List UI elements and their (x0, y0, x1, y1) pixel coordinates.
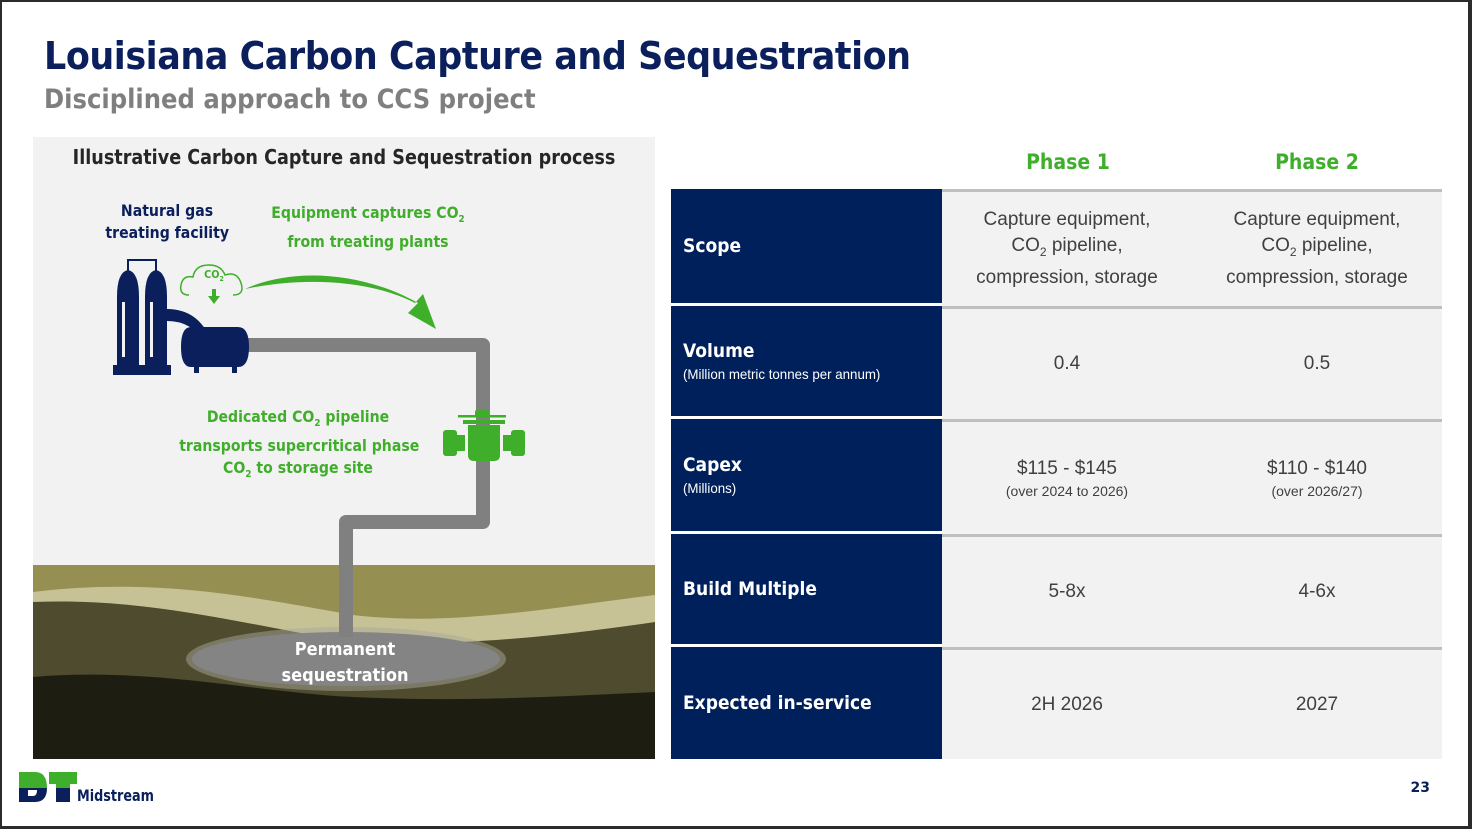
pipeline-label-line2: transports supercritical phase (179, 436, 420, 456)
cell-value: $115 - $145 (1016, 458, 1117, 479)
row-header: Capex (Millions) (671, 419, 942, 534)
capture-arrow-icon (245, 275, 436, 329)
cell-phase-1: Capture equipment, CO2 pipeline, compres… (942, 189, 1192, 306)
pipeline (243, 338, 490, 637)
facility-label: Natural gas treating facility (105, 200, 230, 244)
cell-line: compression, storage (1226, 266, 1408, 288)
cell-line: compression, storage (976, 266, 1158, 288)
capture-label-line2: from treating plants (287, 232, 449, 252)
row-header: Volume (Million metric tonnes per annum) (671, 306, 942, 419)
column-header-phase-1: Phase 1 (1026, 150, 1110, 174)
capture-label: Equipment captures CO2 from treating pla… (267, 202, 469, 253)
cell-line: Capture equipment, (1233, 209, 1401, 231)
page-number: 23 (1410, 780, 1430, 796)
cell-phase-2: Capture equipment, CO2 pipeline, compres… (1192, 189, 1442, 306)
table-row-capex: Capex (Millions) $115 - $145 (over 2024 … (671, 419, 1443, 534)
cell-phase-2: 0.5 (1192, 306, 1442, 419)
row-label: Expected in-service (683, 692, 872, 714)
cell-value: 2H 2026 (1031, 693, 1103, 715)
cell-value: 0.5 (1303, 353, 1331, 374)
ccs-process-illustration: Illustrative Carbon Capture and Sequestr… (33, 137, 655, 759)
deep-layer (33, 674, 655, 759)
storage-label: Permanent sequestration (273, 637, 417, 689)
cloud-co2-label: CO2 (204, 268, 224, 284)
cell-value: 0.4 (1053, 353, 1081, 374)
dt-midstream-logo-icon (19, 772, 77, 802)
cell-value: 5-8x (1048, 581, 1086, 602)
cell-phase-2: 4-6x (1192, 534, 1442, 647)
pipeline-label-line1: Dedicated CO2 pipeline (206, 407, 390, 430)
table-row-scope: Scope Capture equipment, CO2 pipeline, c… (671, 189, 1443, 306)
row-label: Volume (683, 340, 755, 362)
table-row-build-multiple: Build Multiple 5-8x 4-6x (671, 534, 1443, 647)
cell-value: 4-6x (1298, 581, 1336, 602)
cell-phase-1: $115 - $145 (over 2024 to 2026) (942, 419, 1192, 534)
row-header: Build Multiple (671, 534, 942, 647)
row-header: Scope (671, 189, 942, 306)
cell-phase-1: 5-8x (942, 534, 1192, 647)
cell-line: CO2 pipeline, (1261, 235, 1373, 259)
cell-value: 2027 (1295, 693, 1339, 715)
logo-text: Midstream (77, 786, 154, 805)
slide-subtitle: Disciplined approach to CCS project (44, 84, 536, 115)
co2-cloud-icon (179, 264, 243, 304)
row-sublabel: (Millions) (683, 480, 737, 496)
row-header: Expected in-service (671, 647, 942, 759)
cell-value: $110 - $140 (1266, 458, 1367, 479)
cell-note: (over 2024 to 2026) (1005, 483, 1129, 499)
row-label: Capex (683, 454, 742, 476)
treating-facility-icon (113, 259, 249, 375)
cell-note: (over 2026/27) (1271, 483, 1363, 499)
table-row-expected-in-service: Expected in-service 2H 2026 2027 (671, 647, 1443, 759)
row-sublabel: (Million metric tonnes per annum) (683, 366, 881, 382)
cell-phase-1: 0.4 (942, 306, 1192, 419)
pipeline-label: Dedicated CO2 pipeline transports superc… (179, 406, 420, 486)
storage-label-line2: sequestration (281, 665, 409, 686)
storage-reservoir-icon (186, 627, 506, 691)
storage-label-line1: Permanent (294, 639, 396, 660)
capture-label-line1: Equipment captures CO2 (271, 203, 465, 226)
pipeline-label-line3: CO2 to storage site (223, 458, 373, 481)
column-header-phase-2: Phase 2 (1275, 150, 1359, 174)
cell-line: CO2 pipeline, (1011, 235, 1123, 259)
slide-title: Louisiana Carbon Capture and Sequestrati… (44, 34, 911, 78)
cell-phase-2: 2027 (1192, 647, 1442, 759)
facility-label-line1: Natural gas (120, 201, 214, 220)
phase-comparison-table: Scope Capture equipment, CO2 pipeline, c… (671, 189, 1443, 759)
facility-label-line2: treating facility (105, 223, 230, 242)
illustration-graphic (33, 259, 655, 759)
table-row-volume: Volume (Million metric tonnes per annum)… (671, 306, 1443, 419)
illustration-title: Illustrative Carbon Capture and Sequestr… (72, 145, 616, 169)
cell-phase-2: $110 - $140 (over 2026/27) (1192, 419, 1442, 534)
pipeline-valve-icon (443, 410, 525, 461)
cell-phase-1: 2H 2026 (942, 647, 1192, 759)
cell-line: Capture equipment, (983, 209, 1151, 231)
row-label: Scope (683, 235, 742, 257)
row-label: Build Multiple (683, 578, 817, 600)
